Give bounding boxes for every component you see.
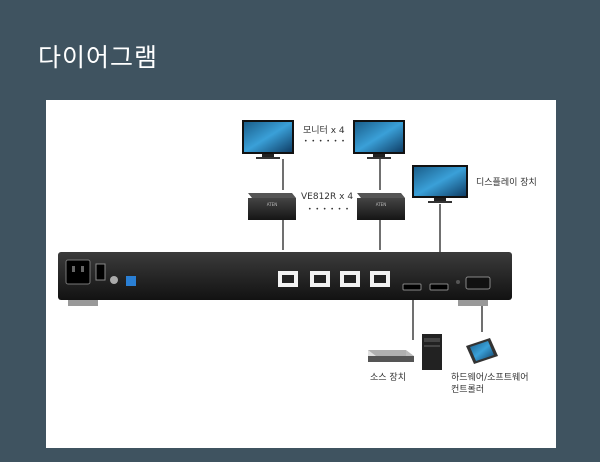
monitor-dots: • • • • • • [304, 138, 346, 145]
power-switch-icon [95, 263, 106, 281]
monitor-icon [242, 120, 294, 159]
monitor-icon [412, 165, 468, 203]
receiver-dots: • • • • • • [308, 206, 350, 213]
controller-label-line1: 하드웨어/소프트웨어 [451, 373, 529, 383]
hdmi-port-icon [429, 283, 449, 291]
receiver-icon: ATEN [357, 193, 405, 220]
monitor-icon [353, 120, 405, 159]
power-inlet-icon [65, 259, 91, 285]
rj45-port-icon [340, 271, 360, 287]
serial-port-icon [465, 276, 491, 290]
touch-panel-icon [466, 338, 498, 364]
display-device-label: 디스플레이 장치 [476, 178, 537, 188]
ground-screw-icon [110, 276, 118, 284]
rj45-port-icon [370, 271, 390, 287]
receiver-brand-label: ATEN [376, 202, 386, 207]
monitors-label: 모니터 x 4 [303, 126, 345, 136]
pc-tower-icon [422, 334, 442, 370]
source-box-icon [368, 350, 414, 362]
page-title: 다이어그램 [38, 43, 159, 72]
diagram-panel: ATEN ATEN [46, 100, 556, 448]
audio-jack-icon [456, 280, 460, 284]
receiver-icon: ATEN [248, 193, 296, 220]
hdmi-port-icon [402, 283, 422, 291]
controller-label-line2: 컨트롤러 [451, 385, 485, 395]
diagram-canvas: ATEN ATEN [58, 120, 512, 370]
rj45-port-icon [278, 271, 298, 287]
rj45-port-icon [310, 271, 330, 287]
receivers-label: VE812R x 4 [301, 192, 354, 202]
main-unit [58, 252, 512, 306]
receiver-brand-label: ATEN [267, 202, 277, 207]
label-sticker-icon [126, 276, 136, 286]
source-device-label: 소스 장치 [370, 373, 406, 383]
